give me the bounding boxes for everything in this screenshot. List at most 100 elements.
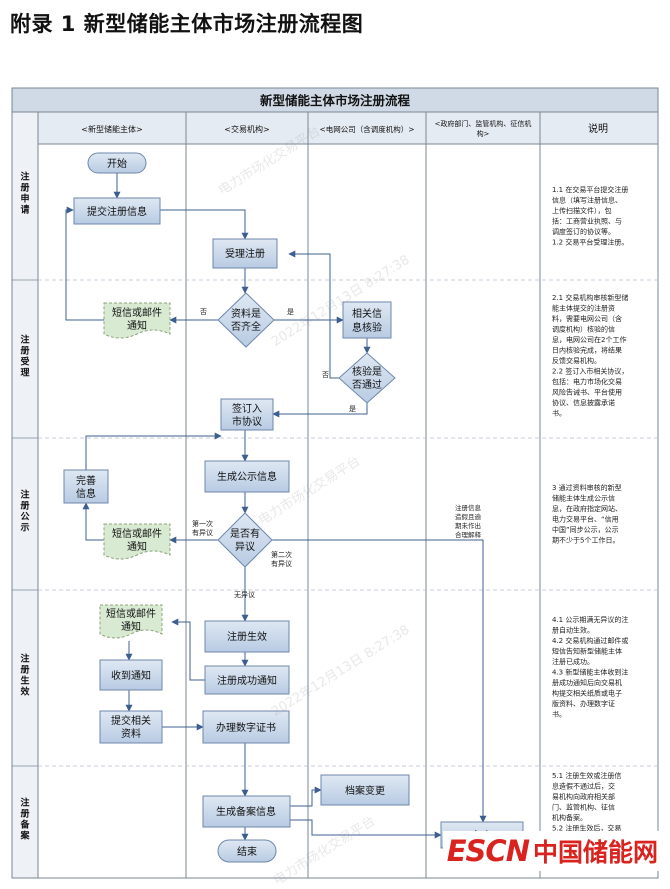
gov-note-1: 注册信息 xyxy=(455,503,482,512)
note-line: 中国”同步公示，公示 xyxy=(552,525,619,534)
note-line: 包括：电力市场化交易 xyxy=(552,377,622,386)
sign-agreement-box xyxy=(220,398,274,431)
submit-docs-box xyxy=(99,710,163,744)
edge-checkpass-yes xyxy=(272,403,368,418)
improve-info-label-1: 完善 xyxy=(76,474,96,487)
improve-info-label-2: 信息 xyxy=(76,487,96,500)
edge-label-second-objection-1: 第二次 xyxy=(271,550,292,559)
gov-note-2: 造假且逾 xyxy=(455,512,482,521)
note-line: 书。 xyxy=(552,409,566,418)
edge-improve-sign xyxy=(85,432,222,470)
gov-note-3: 期未作出 xyxy=(455,521,481,530)
note-line: 4.2 交易机构通过邮件或 xyxy=(552,636,628,645)
digital-cert-box xyxy=(202,710,290,744)
objection-label-2: 异议 xyxy=(235,541,255,553)
note-line: 息造假不通过后，交 xyxy=(552,782,615,791)
note-line: 注册已成功。 xyxy=(552,657,594,666)
note-line: 短信告知新型储能主体 xyxy=(552,647,622,656)
note-line: 息，电网公司在2个工作 xyxy=(552,335,626,344)
sign-agreement-label-2: 市协议 xyxy=(232,415,262,428)
objection-label-1: 是否有 xyxy=(230,527,260,540)
note-line: 版资料、办理数字证 xyxy=(552,699,615,708)
column-header-storage: <新型储能主体> xyxy=(81,124,142,134)
digital-cert-label: 办理数字证书 xyxy=(216,721,276,734)
stage-column xyxy=(11,111,39,879)
sms-notify-label-1: 短信或邮件 xyxy=(112,527,162,540)
reg-effective-label: 注册生效 xyxy=(227,630,267,643)
complete-label-2: 否齐全 xyxy=(231,320,261,333)
submit-docs-label-1: 提交相关 xyxy=(111,714,151,727)
note-line: 5.2 注册生效后，交易 xyxy=(552,824,621,833)
note-line: 册成功通知后向交易机 xyxy=(552,678,622,687)
note-line: 构提交相关纸质或电子 xyxy=(552,689,622,698)
check-pass-label-1: 核验是 xyxy=(352,365,382,378)
gen-record-box xyxy=(202,795,291,828)
improve-info-box xyxy=(63,469,109,504)
note-line: 2.2 签订入市相关协议， xyxy=(552,367,628,376)
column-header-exchange: <交易机构> xyxy=(224,124,269,134)
edge-label-first-objection-1: 第一次 xyxy=(192,519,213,528)
brand-cn-text: 中国储能网 xyxy=(532,838,658,867)
note-line: 电力交易平台、“信用 xyxy=(552,515,619,524)
note-line: 风险告诫书、平台使用 xyxy=(552,388,622,397)
complete-decision xyxy=(217,292,275,348)
sms-notify-doc xyxy=(103,523,171,560)
note-line: 3 通过资料审核的新型 xyxy=(552,483,622,492)
sms-notify-label-2: 通知 xyxy=(121,620,141,633)
sms-notify-label-2: 通知 xyxy=(127,319,147,332)
gen-publicity-box xyxy=(204,460,290,493)
note-line: 反馈交易机构。 xyxy=(552,356,601,365)
sms-notify-label-1: 短信或邮件 xyxy=(112,306,162,319)
check-pass-decision xyxy=(338,352,396,404)
stage-label: 注册申请 xyxy=(20,171,29,216)
edge-label-no: 否 xyxy=(322,371,329,379)
objection-decision xyxy=(217,512,273,568)
sms-notify-label-1: 短信或邮件 xyxy=(106,607,156,620)
edge-label-yes: 是 xyxy=(287,308,294,316)
note-line: 息，在政府指定网站、 xyxy=(552,504,622,513)
recv-notify-box xyxy=(99,659,163,691)
edge-label-no-objection: 无异议 xyxy=(234,591,255,599)
note-line: 2.1 交易机构审核新型储 xyxy=(552,293,628,302)
archive-change-label: 档案变更 xyxy=(345,784,385,797)
table-title: 新型储能主体市场注册流程 xyxy=(260,93,411,108)
note-line: 1.2 交易平台受理注册。 xyxy=(552,238,628,247)
info-check-box xyxy=(342,301,392,339)
note-line: 1.1 在交易平台提交注册 xyxy=(552,185,628,194)
info-check-label-2: 息核验 xyxy=(352,321,382,334)
info-check-label-1: 相关信 xyxy=(352,307,382,320)
reg-success-notify-box xyxy=(204,665,290,695)
complete-label-1: 资料是 xyxy=(231,307,261,320)
brand-logo: ESCN 中国储能网 xyxy=(442,831,662,871)
note-line: 4.1 公示期满无异议的注 xyxy=(552,615,628,624)
gen-record-label: 生成备案信息 xyxy=(216,805,276,818)
gov-note-4: 合理解释 xyxy=(455,530,482,539)
note-line: 易机构向政府相关部 xyxy=(552,792,615,801)
submit-docs-label-2: 资料 xyxy=(121,727,141,740)
reg-success-notify-label: 注册成功通知 xyxy=(217,674,277,687)
edge-success-sms3 xyxy=(171,618,205,681)
submit-info-label: 提交注册信息 xyxy=(87,205,147,218)
archive-change-box xyxy=(320,774,410,806)
note-line: 门、监管机构、征信 xyxy=(552,803,615,812)
end-node xyxy=(217,839,277,863)
header-row xyxy=(37,111,659,145)
note-line: 调度机构）核验的信 xyxy=(552,325,615,334)
submit-info-box xyxy=(73,197,161,225)
reg-effective-box xyxy=(204,620,290,653)
start-label: 开始 xyxy=(107,157,127,170)
note-line: 册自动生效。 xyxy=(552,626,594,635)
brand-esc-text: ESCN xyxy=(446,834,530,868)
edge-sms2-improve xyxy=(82,502,104,541)
note-line: 协议、信息披露承诺 xyxy=(552,398,615,407)
edge-sms1-submit xyxy=(65,206,104,321)
note-line: 书。 xyxy=(552,710,566,719)
edge-record-archive xyxy=(290,786,322,807)
note-line: 机构备案。 xyxy=(552,813,587,822)
note-line: 料，需要电网公司（含 xyxy=(552,314,622,323)
note-line: 调度签订的协议等。 xyxy=(552,227,615,236)
note-line: 日内核验完成，将结果 xyxy=(552,346,622,355)
note-line: 信息（填写注册信息、 xyxy=(552,196,622,205)
stage-label: 注册公示 xyxy=(20,489,29,534)
